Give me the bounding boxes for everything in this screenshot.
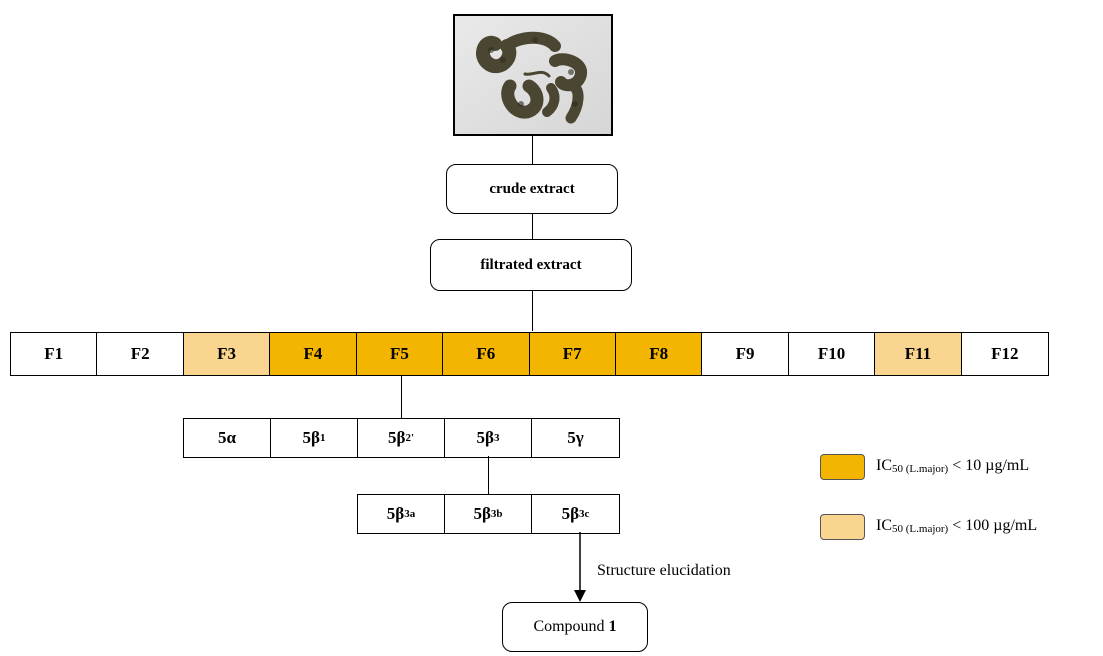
subfraction-base: 5β — [476, 428, 494, 447]
fraction-cell: F10 — [788, 333, 876, 375]
legend-swatch-strong — [820, 454, 865, 480]
fraction-cell: F8 — [615, 333, 703, 375]
fraction-cell: F3 — [183, 333, 271, 375]
legend-threshold: < 100 µg/mL — [948, 517, 1038, 534]
connector-crude-filtrated — [532, 214, 533, 239]
legend-ic-sub: 50 (L.major) — [892, 523, 949, 535]
subfraction-base: 5β — [302, 428, 320, 447]
fraction-cell: F4 — [270, 333, 357, 375]
legend-ic: IC — [876, 517, 892, 534]
legend-ic-sub: 50 (L.major) — [892, 463, 949, 475]
subfraction-cell: 5α — [184, 419, 271, 457]
subfraction-cell: 5γ — [532, 419, 619, 457]
subfraction-sub: 3 — [493, 432, 500, 444]
subsubfraction-base: 5β — [473, 504, 491, 523]
compound-box: Compound 1 — [502, 602, 648, 652]
subsubfraction-base: 5β — [386, 504, 405, 523]
subfraction-sub: 2' — [405, 432, 415, 444]
connector-5b3-subsub — [488, 456, 489, 494]
subsubfraction-sub: 3c — [579, 508, 590, 520]
fraction-cell: F2 — [97, 333, 184, 375]
fraction-cell: F7 — [529, 333, 616, 375]
legend-swatch-moderate — [820, 514, 865, 540]
fraction-cell: F1 — [11, 333, 98, 375]
down-arrow-icon — [574, 532, 586, 602]
connector-filtrated-fractions — [532, 291, 533, 331]
connector-photo-crude — [532, 136, 533, 164]
subsubfraction-sub: 3a — [404, 508, 416, 520]
fractions-row: F1 F2 F3 F4 F5 F6 F7 F8 F9 F10 F11 F12 — [10, 332, 1049, 376]
fraction-cell: F9 — [702, 333, 789, 375]
legend-threshold: < 10 µg/mL — [948, 457, 1030, 474]
subfraction-base: 5α — [218, 428, 236, 447]
fraction-cell: F5 — [356, 333, 444, 375]
compound-number: 1 — [608, 618, 617, 635]
legend-label-moderate: IC50 (L.major) < 100 µg/mL — [876, 517, 1037, 535]
structure-elucidation-label: Structure elucidation — [597, 562, 731, 579]
crude-extract-box: crude extract — [446, 164, 618, 214]
subfraction-base: 5γ — [567, 428, 584, 447]
legend-label-strong: IC50 (L.major) < 10 µg/mL — [876, 457, 1029, 475]
dried-plant-image — [455, 16, 611, 134]
subsubfraction-sub: 3b — [490, 508, 503, 520]
fraction-cell: F12 — [961, 333, 1049, 375]
fraction-cell: F6 — [443, 333, 530, 375]
plant-material-photo — [453, 14, 613, 136]
compound-prefix: Compound — [533, 618, 609, 635]
subfraction-sub: 1 — [319, 432, 326, 444]
subfraction-base: 5β — [387, 428, 406, 447]
filtrated-extract-label: filtrated extract — [480, 256, 582, 273]
filtrated-extract-box: filtrated extract — [430, 239, 632, 291]
fraction-cell: F11 — [875, 333, 962, 375]
crude-extract-label: crude extract — [489, 180, 575, 197]
connector-f5-subfractions — [401, 374, 402, 418]
subsubfraction-base: 5β — [561, 504, 580, 523]
legend-ic: IC — [876, 457, 892, 474]
